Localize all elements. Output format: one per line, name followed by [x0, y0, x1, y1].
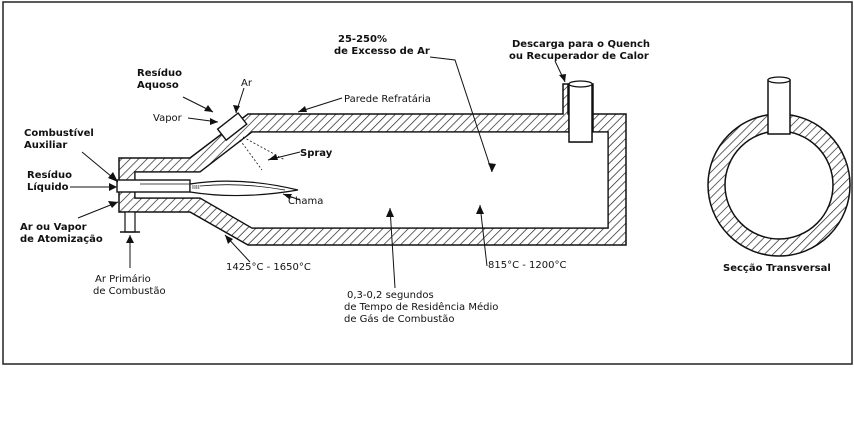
arrow-heads — [108, 74, 566, 244]
diagram-border — [2, 1, 853, 365]
burner-pipe — [116, 179, 191, 193]
label-atomizing-2: de Atomização — [20, 234, 103, 245]
label-spray: Spray — [300, 148, 333, 159]
label-air: Ar — [241, 78, 253, 89]
cross-section-inner — [724, 130, 834, 240]
flame-inner — [199, 184, 286, 191]
label-discharge-1: Descarga para o Quench — [512, 39, 650, 50]
label-residence-1: 0,3-0,2 segundos — [347, 290, 434, 301]
label-residence-3: de Gás de Combustão — [344, 313, 455, 325]
label-auxiliary-fuel-1: Combustível — [24, 127, 94, 139]
label-aqueous-residue-1: Resíduo — [137, 67, 182, 79]
label-liquid-residue-1: Resíduo — [27, 169, 72, 181]
label-primary-air-2: de Combustão — [93, 286, 166, 297]
label-flame: Chama — [288, 196, 323, 207]
label-excess-air-2: de Excesso de Ar — [334, 46, 430, 57]
label-liquid-residue-2: Líquido — [27, 181, 69, 193]
label-temp-chamber: 815°C - 1200°C — [488, 260, 566, 271]
flame-marks: ıııı — [192, 183, 200, 191]
label-refractory-wall: Parede Refratária — [344, 93, 431, 105]
discharge-stack — [568, 83, 593, 143]
discharge-stack-top — [568, 80, 593, 88]
label-aqueous-residue-2: Aquoso — [137, 80, 179, 91]
label-primary-air-1: Ar Primário — [95, 273, 151, 285]
primary-air-pipe — [124, 211, 136, 233]
label-atomizing-1: Ar ou Vapor — [20, 222, 87, 233]
cross-section-stack — [767, 79, 791, 135]
label-cross-section: Secção Transversal — [723, 263, 831, 274]
aqueous-residue-nozzle — [216, 112, 248, 142]
label-steam: Vapor — [153, 113, 183, 124]
cross-section-stack-top — [767, 76, 791, 84]
label-temp-flame: 1425°C - 1650°C — [226, 262, 311, 273]
label-residence-2: de Tempo de Residência Médio — [344, 301, 498, 313]
label-discharge-2: ou Recuperador de Calor — [509, 51, 649, 62]
label-auxiliary-fuel-2: Auxiliar — [24, 140, 67, 151]
label-excess-air-1: 25-250% — [338, 34, 387, 45]
